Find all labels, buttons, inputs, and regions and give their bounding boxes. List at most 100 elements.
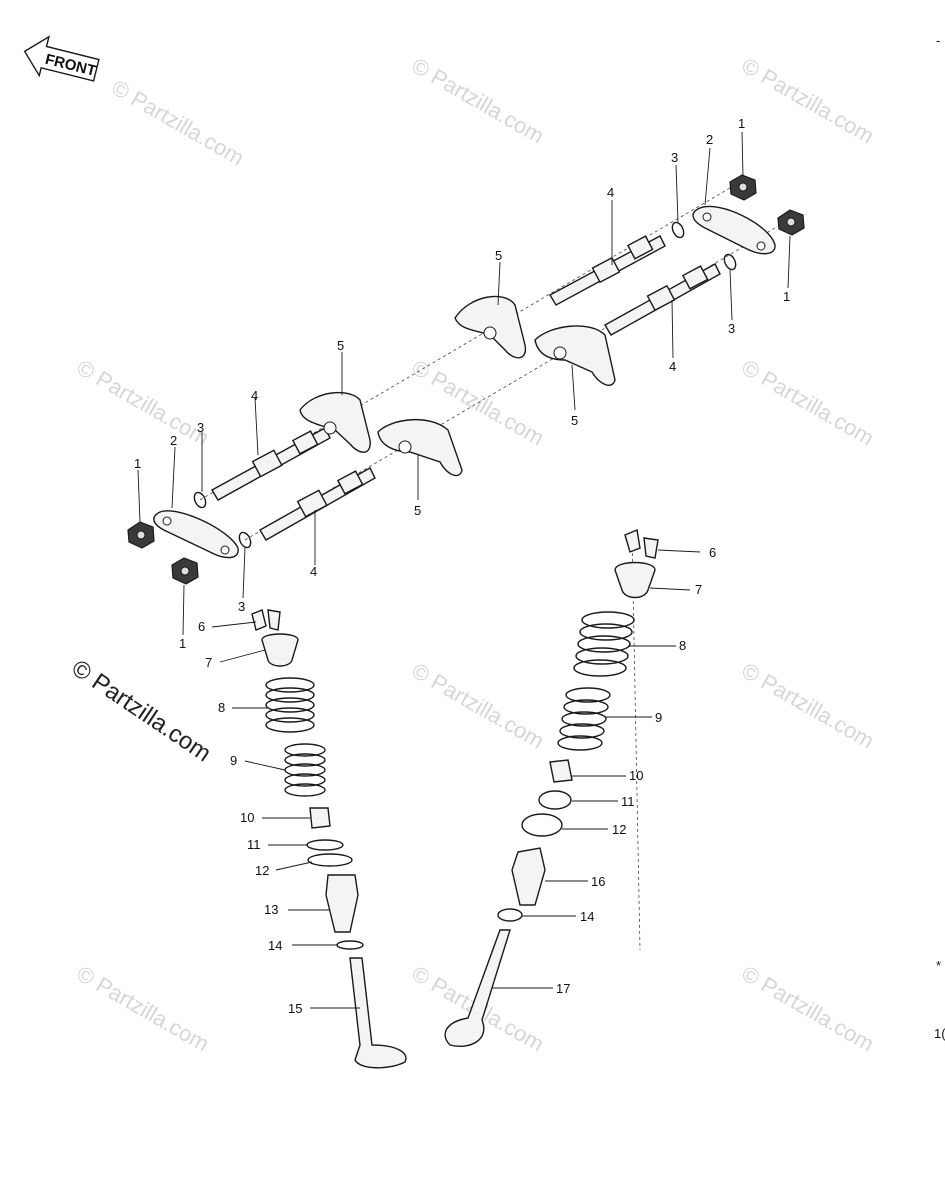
callout-5: 5 xyxy=(414,503,421,518)
callout-9: 9 xyxy=(655,710,662,725)
callout-12: 12 xyxy=(255,863,269,878)
valve-guide-icon xyxy=(325,874,359,933)
watermark: © Partzilla.com xyxy=(738,961,879,1057)
callout-15: 15 xyxy=(288,1001,302,1016)
valve-keeper-icon xyxy=(643,537,659,559)
rocker-arm-icon xyxy=(534,325,616,386)
valve-keeper-icon xyxy=(251,609,267,631)
right-valve-stack xyxy=(444,529,659,1047)
assembly-lines xyxy=(139,184,781,951)
valve-spring-inner-icon xyxy=(284,743,326,797)
watermark: © Partzilla.com xyxy=(738,53,879,149)
upper-left-rocker-group xyxy=(127,391,463,585)
o-ring-icon xyxy=(238,531,252,549)
margin-marks: - * 1( xyxy=(934,33,945,1041)
o-ring-icon xyxy=(193,491,207,509)
callout-11: 11 xyxy=(621,794,635,809)
callout-14: 14 xyxy=(580,909,594,924)
valve-stem-seal-icon xyxy=(549,759,573,783)
circlip-icon xyxy=(497,908,523,922)
front-arrow-icon xyxy=(23,35,100,82)
callout-4: 4 xyxy=(669,359,676,374)
watermark: © Partzilla.com xyxy=(408,658,549,754)
watermark: © Partzilla.com xyxy=(738,658,879,754)
front-arrow: FRONT xyxy=(23,35,100,82)
callouts: 1 1 1 1 2 2 3 3 3 3 4 4 4 4 5 5 5 5 6 6 … xyxy=(134,116,790,1016)
margin-mark: * xyxy=(936,958,941,973)
callout-16: 16 xyxy=(591,874,605,889)
valve-spring-outer-icon xyxy=(573,611,635,677)
nut-icon xyxy=(729,174,757,201)
spring-retainer-icon xyxy=(614,561,656,599)
valve-spring-outer-icon xyxy=(265,677,315,733)
callout-3: 3 xyxy=(238,599,245,614)
callout-17: 17 xyxy=(556,981,570,996)
watermark-main: © Partzilla.com xyxy=(67,655,216,768)
rocker-shaft-icon xyxy=(604,263,721,336)
washer-icon xyxy=(521,813,563,837)
valve-keeper-icon xyxy=(624,529,641,553)
callout-12: 12 xyxy=(612,822,626,837)
callout-3: 3 xyxy=(728,321,735,336)
rocker-shaft-icon xyxy=(259,467,376,541)
callout-3: 3 xyxy=(197,420,204,435)
rocker-shaft-icon xyxy=(211,427,331,501)
exhaust-valve-icon xyxy=(349,957,407,1069)
callout-9: 9 xyxy=(230,753,237,768)
nut-icon xyxy=(171,557,199,585)
callout-1: 1 xyxy=(738,116,745,131)
callout-6: 6 xyxy=(198,619,205,634)
callout-4: 4 xyxy=(251,388,258,403)
callout-13: 13 xyxy=(264,902,278,917)
callout-6: 6 xyxy=(709,545,716,560)
callout-5: 5 xyxy=(337,338,344,353)
valve-stem-seal-icon xyxy=(309,807,331,829)
leader-lines xyxy=(137,131,791,1009)
o-ring-icon xyxy=(723,253,737,271)
watermarks: © Partzilla.com © Partzilla.com © Partzi… xyxy=(67,53,879,1057)
callout-7: 7 xyxy=(695,582,702,597)
nut-icon xyxy=(777,209,805,236)
callout-10: 10 xyxy=(240,810,254,825)
watermark: © Partzilla.com xyxy=(73,961,214,1057)
margin-mark: - xyxy=(936,33,940,48)
circlip-icon xyxy=(336,940,364,950)
callout-4: 4 xyxy=(607,185,614,200)
plate-icon xyxy=(153,510,239,559)
watermark: © Partzilla.com xyxy=(408,53,549,149)
callout-8: 8 xyxy=(679,638,686,653)
callout-2: 2 xyxy=(170,433,177,448)
watermark: © Partzilla.com xyxy=(73,355,214,451)
nut-icon xyxy=(127,521,155,549)
rocker-shaft-icon xyxy=(549,235,666,306)
callout-2: 2 xyxy=(706,132,713,147)
valve-keeper-icon xyxy=(267,609,281,631)
callout-3: 3 xyxy=(671,150,678,165)
callout-11: 11 xyxy=(247,837,261,852)
valve-guide-icon xyxy=(511,847,546,906)
callout-14: 14 xyxy=(268,938,282,953)
margin-mark: 1( xyxy=(934,1026,945,1041)
plate-icon xyxy=(692,205,776,255)
o-ring-icon xyxy=(671,221,685,239)
callout-1: 1 xyxy=(783,289,790,304)
watermark: © Partzilla.com xyxy=(738,355,879,451)
callout-5: 5 xyxy=(571,413,578,428)
callout-7: 7 xyxy=(205,655,212,670)
washer-icon xyxy=(306,839,344,851)
spring-retainer-icon xyxy=(261,633,299,667)
watermark: © Partzilla.com xyxy=(108,75,249,171)
callout-1: 1 xyxy=(134,456,141,471)
left-valve-stack xyxy=(251,609,407,1069)
callout-4: 4 xyxy=(310,564,317,579)
rocker-arm-icon xyxy=(299,391,371,453)
upper-right-rocker-group xyxy=(454,174,805,386)
washer-icon xyxy=(538,790,572,810)
callout-1: 1 xyxy=(179,636,186,651)
callout-5: 5 xyxy=(495,248,502,263)
washer-icon xyxy=(307,853,353,867)
valve-spring-inner-icon xyxy=(557,687,611,751)
callout-10: 10 xyxy=(629,768,643,783)
callout-8: 8 xyxy=(218,700,225,715)
